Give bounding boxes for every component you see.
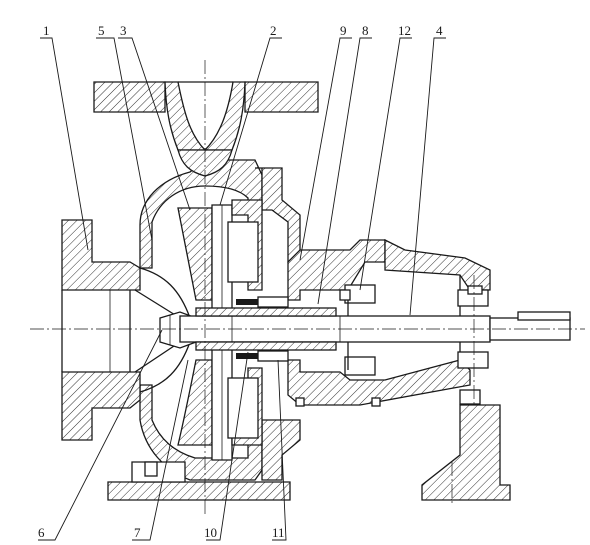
callout-labels: 1 5 3 2 9 8 12 4 6 7 10 11 xyxy=(38,23,443,540)
callout-12: 12 xyxy=(398,23,411,38)
suction-flange xyxy=(61,219,141,441)
callout-3: 3 xyxy=(120,23,127,38)
callout-2: 2 xyxy=(270,23,277,38)
callout-11: 11 xyxy=(272,525,285,540)
discharge-flange xyxy=(93,81,319,151)
callout-1: 1 xyxy=(43,23,50,38)
callout-8: 8 xyxy=(362,23,369,38)
impeller xyxy=(134,204,233,461)
shaft-sleeve xyxy=(195,307,337,351)
callout-5: 5 xyxy=(98,23,105,38)
callout-6: 6 xyxy=(38,525,45,540)
callout-9: 9 xyxy=(340,23,347,38)
callout-7: 7 xyxy=(134,525,141,540)
callout-4: 4 xyxy=(436,23,443,38)
back-cover xyxy=(227,199,263,446)
bearing-bracket xyxy=(287,238,491,406)
bolts xyxy=(144,285,483,477)
callout-10: 10 xyxy=(204,525,217,540)
center-lines xyxy=(30,60,585,515)
leader-lines xyxy=(38,37,446,541)
bracket-foot xyxy=(421,404,511,501)
